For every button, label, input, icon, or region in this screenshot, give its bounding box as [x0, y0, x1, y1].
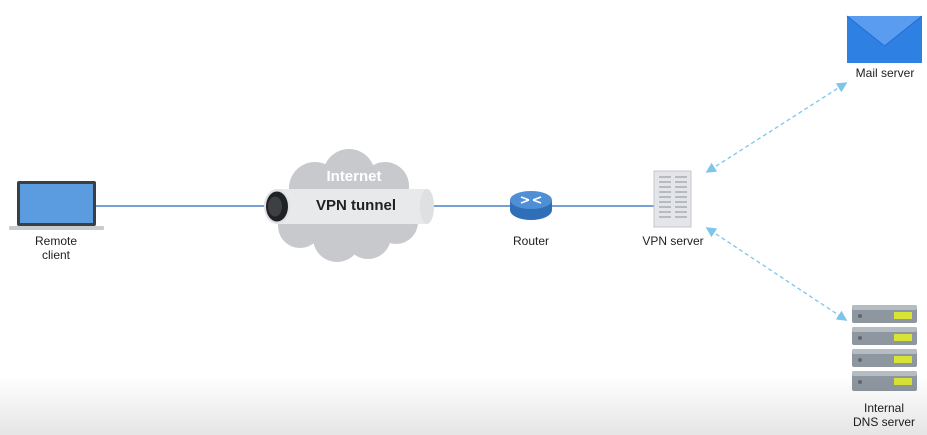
dns-server-label-line1: Internal — [863, 401, 905, 415]
vpn-server-label: VPN server — [642, 234, 704, 248]
dns-server-label: Internal DNS server — [842, 401, 926, 429]
router-label: Router — [512, 234, 550, 248]
remote-client-label-line1: Remote — [34, 234, 78, 248]
remote-client-label: Remote client — [16, 234, 96, 262]
link-vpnserver-dns — [705, 227, 848, 321]
link-vpnserver-mail — [705, 82, 848, 173]
laptop-icon — [9, 181, 104, 230]
envelope-icon — [846, 15, 923, 63]
vpn-tunnel-label: VPN tunnel — [315, 197, 396, 214]
internet-label: Internet — [326, 168, 382, 185]
router-icon — [510, 191, 552, 220]
server-tower-icon — [653, 170, 692, 228]
server-rack-icon — [852, 305, 917, 391]
tunnel-icon — [264, 189, 434, 224]
mail-server-label: Mail server — [855, 66, 915, 80]
dns-server-label-line2: DNS server — [852, 415, 915, 429]
remote-client-label-line2: client — [41, 248, 70, 262]
